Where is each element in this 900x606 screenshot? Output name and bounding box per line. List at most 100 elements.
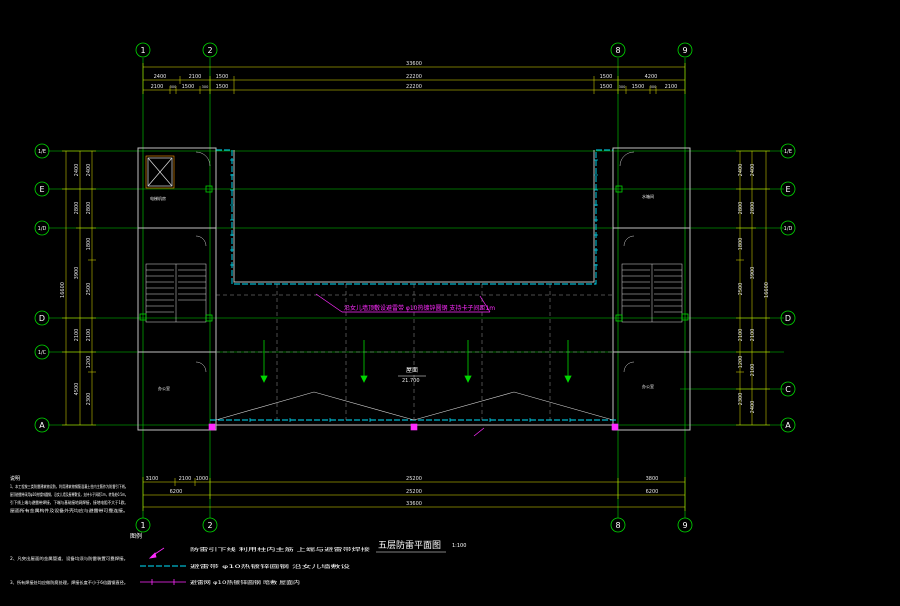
axis-bubbles-bottom: 1 2 8 9 (135, 517, 693, 533)
legend-item-2: 避雷网 φ10热镀锌圆钢 暗敷 屋面内 (190, 579, 301, 586)
dim-bot-r1-4: 3800 (646, 476, 659, 482)
stair-right (621, 263, 683, 323)
lightning-belt-ticks (230, 159, 598, 422)
dim-right-outer-4: 2100 (738, 329, 744, 342)
axis-bubbles-top: 1 2 8 9 (135, 42, 693, 58)
right-dimension-lines (736, 150, 770, 426)
drawing-title: 五层防雷平面图 (378, 539, 441, 551)
column-markers (139, 185, 689, 322)
room-label-left-bottom: 办公室 (158, 385, 170, 391)
notes-para-2: 引下线上端与避雷带焊接，下端与基础接地网焊接，接地电阻不大于1欧。 (10, 499, 128, 505)
dim-right-outer-5: 1200 (738, 356, 744, 369)
axis-label-left-d: D (39, 314, 45, 323)
left-dimension-text: 16600 2400 2800 3900 2100 4500 2400 2800… (60, 164, 92, 406)
dim-bot-r1-3: 25200 (406, 476, 422, 482)
dim-left-inner-0: 2400 (86, 164, 92, 177)
down-lead-markers (208, 423, 619, 431)
axis-label-right-d: D (785, 314, 791, 323)
stair-left (145, 263, 207, 323)
dim-left-outer-2: 3900 (74, 267, 80, 280)
dim-bot-r2-2: 6200 (646, 489, 659, 495)
notes-para-5: 3、所有焊接处均应做防腐处理，焊接长度不小于6倍圆钢直径。 (10, 579, 128, 585)
dim-top-r2-2: 1500 (182, 84, 195, 90)
elevator-shaft (145, 155, 175, 189)
axis-label-top-8: 8 (615, 46, 620, 55)
axis-label-right-1e: 1/E (784, 149, 792, 155)
dim-right-inner-0: 2400 (750, 164, 756, 177)
axis-label-bottom-8: 8 (615, 521, 620, 530)
axis-label-top-1: 1 (140, 46, 145, 55)
legend-heading: 图例 (130, 532, 142, 540)
dim-right-outer-1: 2800 (738, 202, 744, 215)
dim-bot-r1-1: 2100 (179, 476, 192, 482)
legend-symbol-downlead (148, 547, 165, 559)
dim-bot-r2-0: 6200 (170, 489, 183, 495)
drainage-arrows (260, 340, 572, 383)
dim-left-outer-4: 4500 (74, 383, 80, 396)
room-label-right-bottom: 办公室 (642, 383, 654, 389)
dim-left-total: 16600 (60, 282, 66, 298)
dim-top-overall: 33600 (406, 61, 422, 67)
room-label-right-top: 水箱间 (642, 193, 654, 199)
dim-top-r1-5: 4200 (645, 74, 658, 80)
axis-label-bottom-9: 9 (682, 521, 687, 530)
left-dimension-lines (62, 150, 96, 426)
legend-item-0: 防雷引下线 利用柱内主筋 上端与避雷带焊接 (190, 546, 371, 553)
drawing-scale: 1:100 (452, 543, 466, 549)
dim-right-total: 16600 (764, 282, 770, 298)
dim-left-inner-6: 2300 (86, 393, 92, 406)
dim-right-outer-2: 1800 (738, 238, 744, 251)
legend-symbol-mesh (140, 579, 186, 585)
dim-top-r2-6: 1500 (600, 84, 613, 90)
dim-left-inner-5: 1200 (86, 356, 92, 369)
dim-bot-overall: 33600 (406, 501, 422, 507)
dim-top-r2-0: 2100 (151, 84, 164, 90)
axis-label-top-9: 9 (682, 46, 687, 55)
axis-labels-right: 1/E E 1/D D C A (784, 149, 793, 430)
bottom-dimension-lines (142, 477, 686, 511)
top-dimension-lines (142, 63, 686, 94)
notes-heading: 说明 (10, 475, 20, 482)
dim-top-r1-3: 22200 (406, 74, 422, 80)
dim-right-inner-5: 2400 (750, 401, 756, 414)
roof-grid (216, 284, 613, 420)
axis-label-left-1e: 1/E (38, 149, 46, 155)
axis-label-bottom-2: 2 (207, 521, 212, 530)
notes-para-0: 1、本工程按三类防雷建筑物设防，利用建筑物钢筋混凝土柱内主筋作为防雷引下线。 (10, 483, 128, 489)
dim-top-r2-5: 22200 (406, 84, 422, 90)
dim-left-inner-4: 2100 (86, 329, 92, 342)
dim-left-outer-1: 2800 (74, 202, 80, 215)
axis-label-top-2: 2 (207, 46, 212, 55)
dim-right-outer-6: 2300 (738, 393, 744, 406)
axis-bubbles-right (780, 143, 796, 433)
axis-bubbles-left (34, 143, 50, 433)
dim-top-r1-2: 1500 (216, 74, 229, 80)
dim-left-inner-2: 1800 (86, 238, 92, 251)
dim-right-outer-3: 2500 (738, 283, 744, 296)
dim-bot-r2-1: 25200 (406, 489, 422, 495)
axis-labels-left: 1/E E 1/D D 1/C A (38, 149, 47, 430)
dim-top-r1-0: 2400 (154, 74, 167, 80)
dim-left-inner-1: 2800 (86, 202, 92, 215)
notes-para-1: 屋顶避雷带采用φ10热镀锌圆钢，沿女儿墙及屋脊敷设，支持卡子间距1m，转角处0.… (10, 491, 128, 497)
dim-left-outer-0: 2400 (74, 164, 80, 177)
dim-top-r2-10: 2100 (665, 84, 678, 90)
bottom-dimension-text: 3100 2100 1000 25200 3800 6200 25200 620… (146, 476, 659, 507)
legend-block: 图例 防雷引下线 利用柱内主筋 上端与避雷带焊接 避雷带 φ10热镀锌圆钢 沿女… (130, 532, 371, 586)
dim-right-inner-2: 3900 (750, 267, 756, 280)
dim-top-r2-9: 300 (650, 85, 657, 89)
right-dimension-text: 2400 2800 1800 2500 2100 1200 2300 2400 … (738, 164, 770, 414)
dim-top-r2-3: 300 (202, 85, 209, 89)
axis-label-left-1c: 1/C (38, 350, 47, 356)
room-label-left-top: 电梯机房 (150, 195, 166, 201)
axis-label-left-e: E (39, 185, 44, 194)
notes-block: 说明 1、本工程按三类防雷建筑物设防，利用建筑物钢筋混凝土柱内主筋作为防雷引下线… (10, 475, 128, 585)
axis-label-right-c: C (785, 385, 791, 394)
annotation-text: 沿女儿墙顶敷设避雷带 φ10热镀锌圆钢 支持卡子间距1m (344, 304, 495, 312)
dim-top-r2-7: 300 (619, 85, 626, 89)
axis-label-bottom-1: 1 (140, 521, 145, 530)
door-swings (195, 151, 635, 373)
axis-label-right-1d: 1/D (784, 226, 793, 232)
building-walls (137, 147, 691, 431)
